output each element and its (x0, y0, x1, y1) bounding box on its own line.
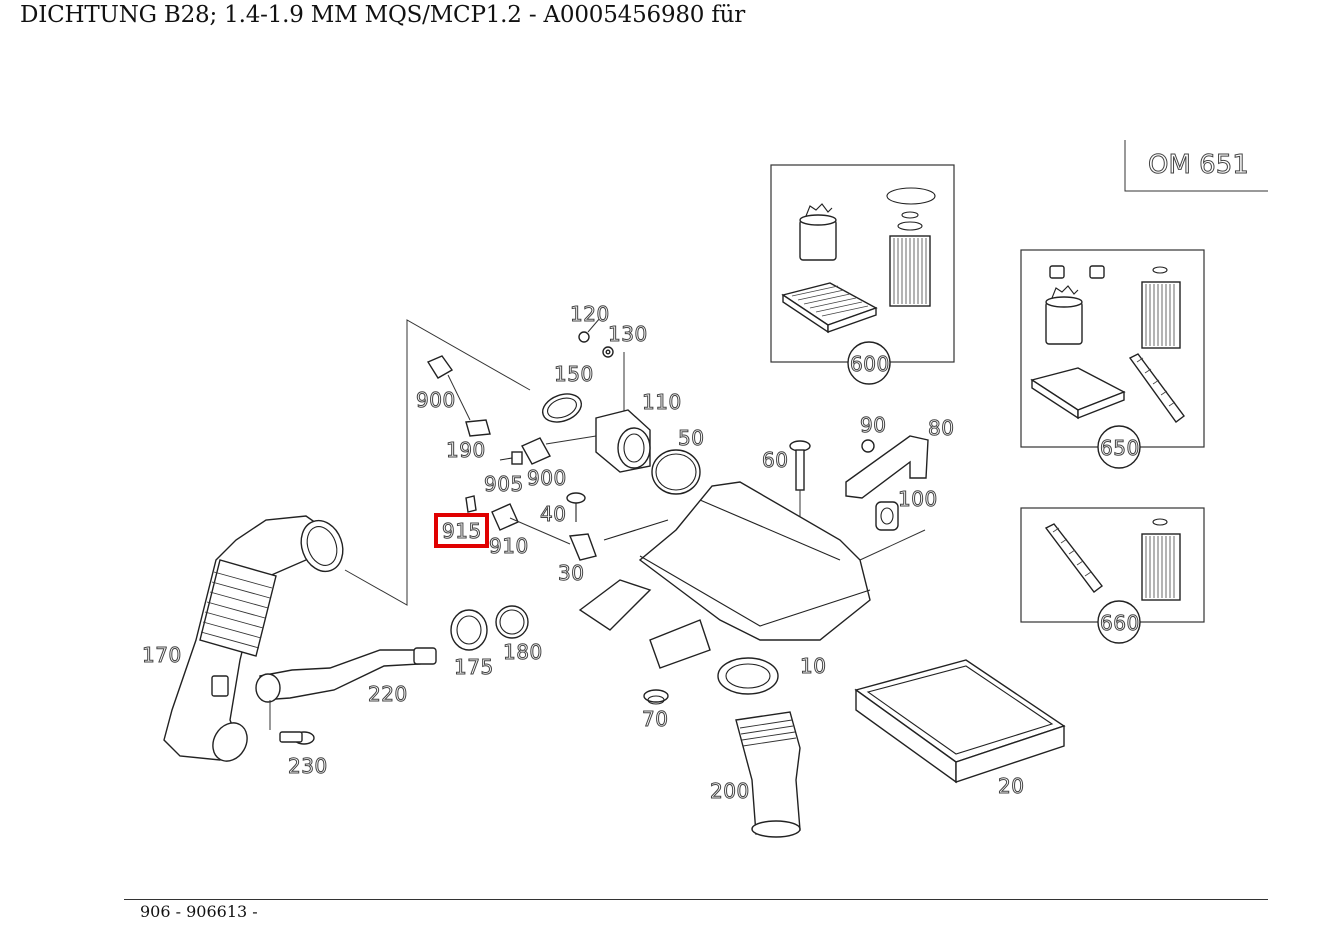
footer-reference: 906 - 906613 - (140, 902, 258, 921)
part-label-130: 130 (608, 322, 648, 346)
air-filter-element-20-icon (854, 659, 1066, 784)
oil-filter-icon (886, 187, 936, 307)
part-label-50: 50 (678, 426, 704, 450)
engine-label: OM 651 (1148, 150, 1249, 180)
engine-label-box: OM 651 (1124, 140, 1268, 192)
connector-900b-icon (521, 435, 597, 465)
part-label-150: 150 (554, 362, 594, 386)
plug-190-icon (465, 419, 491, 437)
mount-100-icon (875, 501, 899, 531)
clamp-150-icon (541, 393, 583, 423)
part-label-110: 110 (642, 390, 682, 414)
part-label-40: 40 (540, 502, 566, 526)
part-label-900a: 900 (416, 388, 456, 412)
kit-650-label: 650 (1100, 436, 1140, 460)
air-mass-sensor-110-icon (595, 409, 651, 473)
connector-905-icon (499, 451, 523, 465)
nut-90-icon (861, 439, 875, 453)
air-filter-icon (781, 282, 878, 334)
grommet-70-icon (643, 689, 669, 705)
kit-box-650[interactable]: 650 (1020, 249, 1205, 469)
sleeve-175-icon (450, 609, 488, 651)
fuel-filter-icon (1045, 285, 1083, 345)
connector-910-icon (491, 503, 571, 545)
oil-filter-icon (1141, 266, 1181, 349)
footer-divider (124, 899, 1268, 900)
hose-220-icon (255, 647, 437, 730)
intake-hose-170-icon (163, 515, 344, 762)
washer-130-icon (602, 346, 614, 358)
connector-900-icon (426, 355, 471, 421)
part-label-20: 20 (998, 774, 1024, 798)
fuel-filter-icon (799, 203, 837, 261)
part-label-30: 30 (558, 561, 584, 585)
highlight-part-915[interactable]: 915 (434, 513, 489, 548)
part-label-80: 80 (928, 416, 954, 440)
part-label-910: 910 (489, 534, 529, 558)
cabin-filter-icon (1044, 523, 1103, 593)
part-label-120: 120 (570, 302, 610, 326)
part-label-230: 230 (288, 754, 328, 778)
kit-box-600[interactable]: 600 (770, 164, 955, 385)
part-label-915: 915 (442, 519, 482, 543)
part-label-10: 10 (800, 654, 826, 678)
screw-40-icon (566, 492, 586, 522)
bracket-80-icon (845, 435, 929, 499)
part-label-190: 190 (446, 438, 486, 462)
bolt-230-icon (279, 731, 315, 745)
part-label-170: 170 (142, 643, 182, 667)
part-label-200: 200 (710, 779, 750, 803)
part-label-180: 180 (503, 640, 543, 664)
ring-50-icon (651, 449, 701, 495)
kit-box-660[interactable]: 660 (1020, 507, 1205, 644)
air-filter-icon (1030, 367, 1126, 420)
kit-600-label: 600 (850, 352, 890, 376)
part-label-90: 90 (860, 413, 886, 437)
intake-duct-200-icon (735, 711, 801, 838)
seal-915-icon (465, 495, 477, 513)
part-label-60: 60 (762, 448, 788, 472)
screw-120-icon (578, 317, 601, 343)
part-label-905: 905 (484, 472, 524, 496)
part-label-100: 100 (898, 487, 938, 511)
clip-icon (1049, 265, 1105, 279)
air-filter-housing-10-icon (578, 481, 871, 695)
highlight-box (434, 513, 489, 548)
page-title: DICHTUNG B28; 1.4-1.9 MM MQS/MCP1.2 - A0… (20, 2, 746, 28)
oil-filter-icon (1141, 518, 1181, 601)
part-label-220: 220 (368, 682, 408, 706)
part-label-900b: 900 (527, 466, 567, 490)
cabin-filter-icon (1128, 353, 1185, 423)
sensor-30-icon (568, 533, 597, 561)
part-label-70: 70 (642, 707, 668, 731)
part-label-175: 175 (454, 655, 494, 679)
kit-660-label: 660 (1100, 611, 1140, 635)
clamp-180-icon (495, 605, 529, 639)
